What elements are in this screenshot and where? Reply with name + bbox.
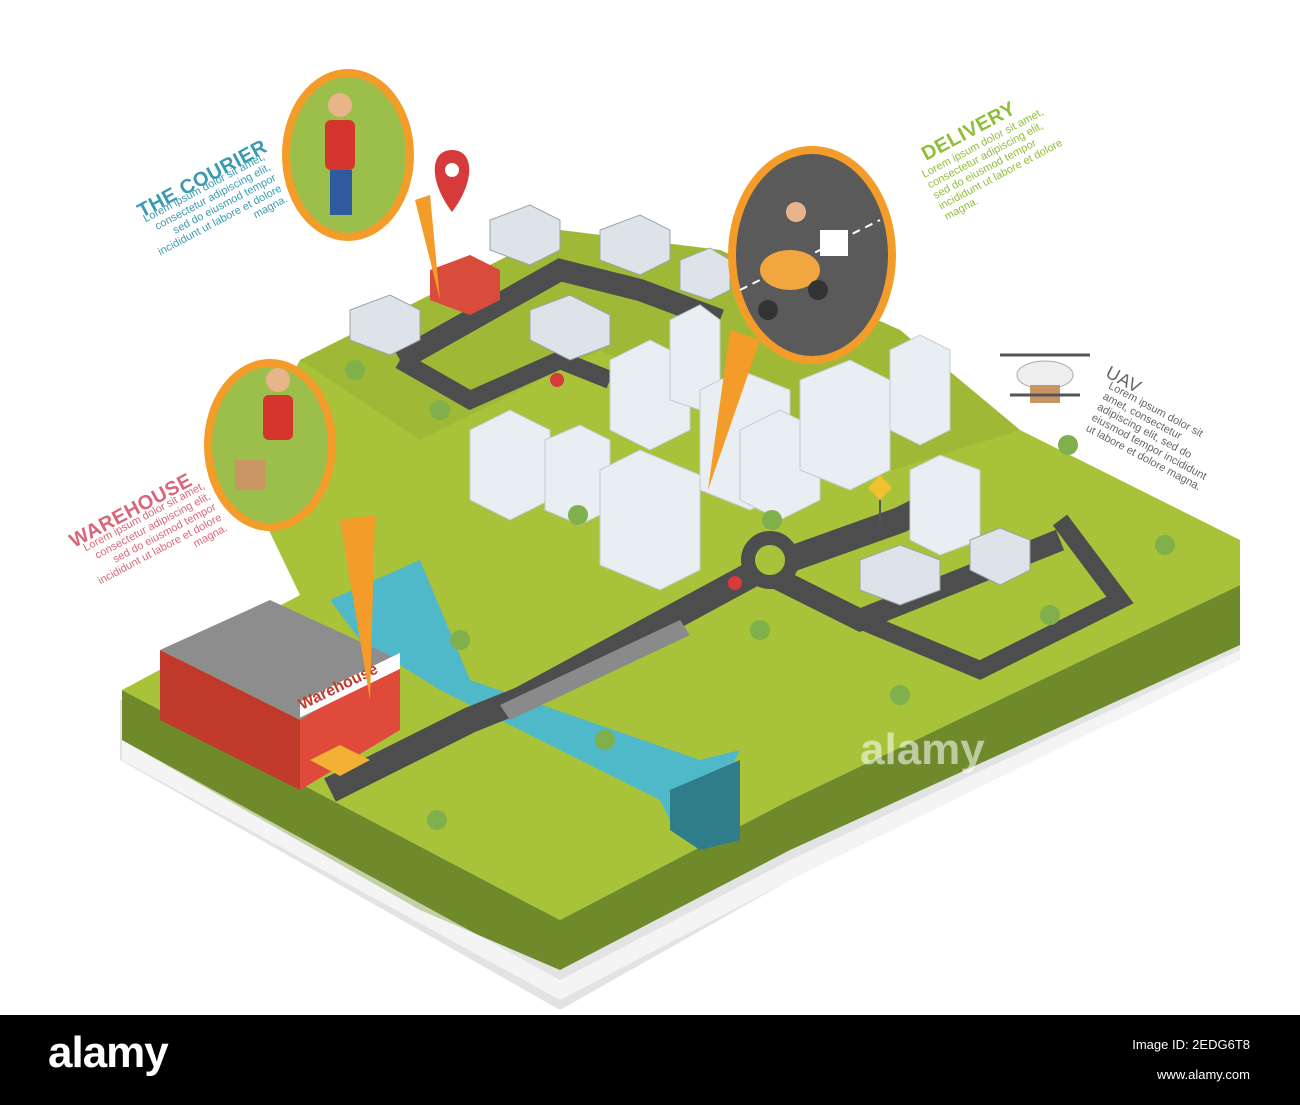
roundabout — [741, 531, 799, 589]
footer-info: Image ID: 2EDG6T8 www.alamy.com — [1132, 1030, 1250, 1090]
road-upper — [394, 258, 724, 370]
road-main — [324, 488, 946, 802]
bridge — [500, 620, 690, 720]
houses — [349, 204, 1031, 606]
red-house — [430, 255, 500, 315]
alamy-logo: alamy — [48, 1028, 169, 1077]
warehouse-building — [160, 600, 400, 790]
warehouse-bubble — [204, 359, 375, 700]
stop-sign-icon — [550, 373, 742, 590]
warning-sign-icon — [868, 475, 892, 525]
ground-side — [122, 585, 1240, 970]
office-blocks — [469, 304, 981, 591]
trees — [345, 360, 1175, 830]
delivery-bubble — [708, 146, 896, 490]
location-pin-icon — [434, 150, 470, 212]
footer-url: www.alamy.com — [1157, 1067, 1250, 1082]
drone-icon — [1000, 353, 1090, 403]
river — [330, 560, 740, 820]
courier-bubble — [282, 69, 440, 300]
footer-bar — [0, 1015, 1300, 1105]
delivery-van — [310, 745, 370, 776]
watermark: alamy — [860, 725, 985, 774]
scooter-icon — [758, 202, 848, 320]
image-id-label: Image ID: 2EDG6T8 — [1132, 1037, 1250, 1052]
